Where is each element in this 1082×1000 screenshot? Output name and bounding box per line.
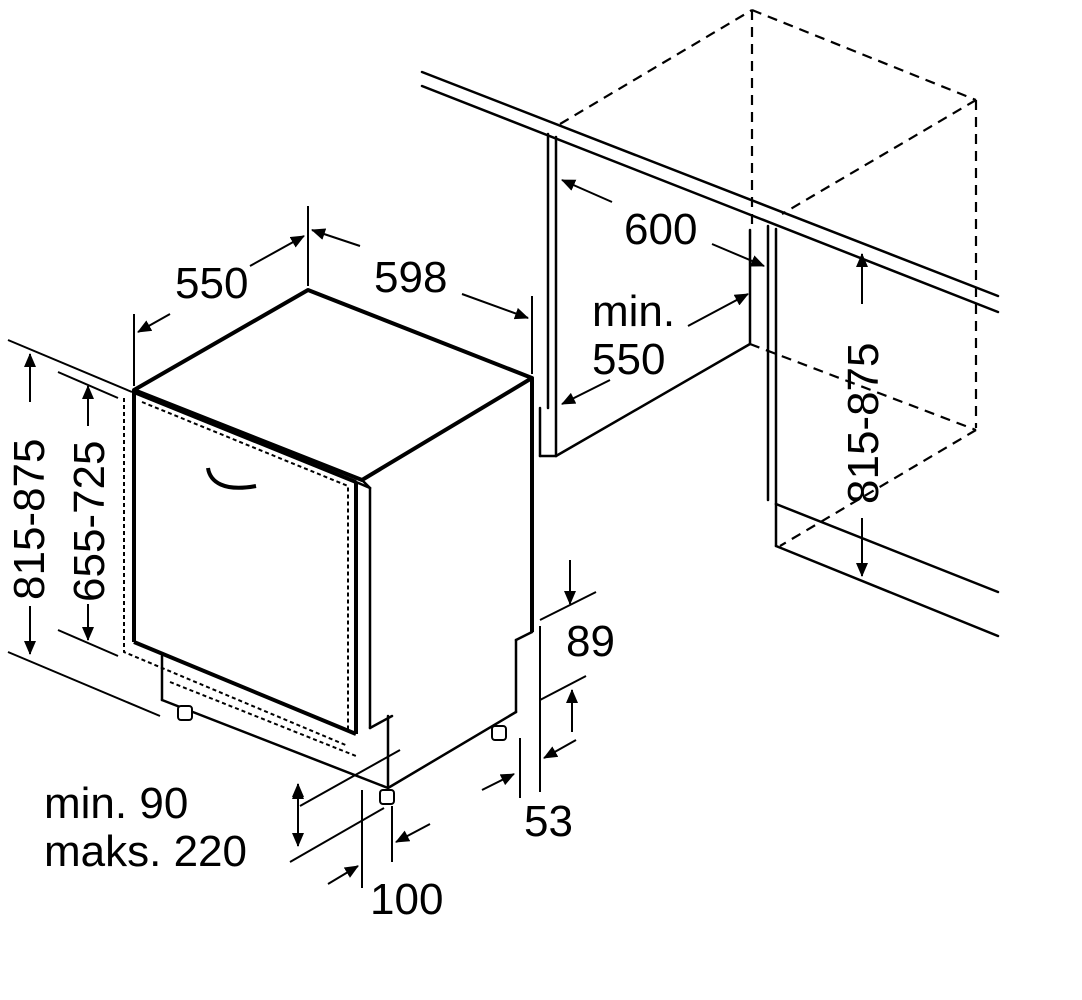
- plinth-height-min-label: min. 90: [44, 779, 188, 828]
- niche-outline-dashed: [559, 8, 978, 547]
- width-label: 598: [374, 253, 447, 302]
- plinth-offset-label: 89: [566, 617, 615, 666]
- right-cabinet-panel: [766, 224, 1000, 638]
- niche-depth-min-label: min.: [592, 287, 675, 336]
- foot-offset-label: 100: [370, 875, 443, 924]
- niche-depth-value-label: 550: [592, 335, 665, 384]
- door-height-label: 655-725: [65, 441, 114, 602]
- niche-width-label: 600: [624, 205, 697, 254]
- depth-label: 550: [175, 259, 248, 308]
- dishwasher-body: [123, 288, 534, 805]
- worktop: [420, 70, 1000, 314]
- dimension-lines: [7, 179, 868, 888]
- left-cabinet-panel: [538, 132, 752, 458]
- overall-height-label: 815-875: [5, 439, 54, 600]
- plinth-gap-label: 53: [524, 797, 573, 846]
- niche-height-label: 815-875: [839, 343, 888, 504]
- plinth-height-max-label: maks. 220: [44, 827, 247, 876]
